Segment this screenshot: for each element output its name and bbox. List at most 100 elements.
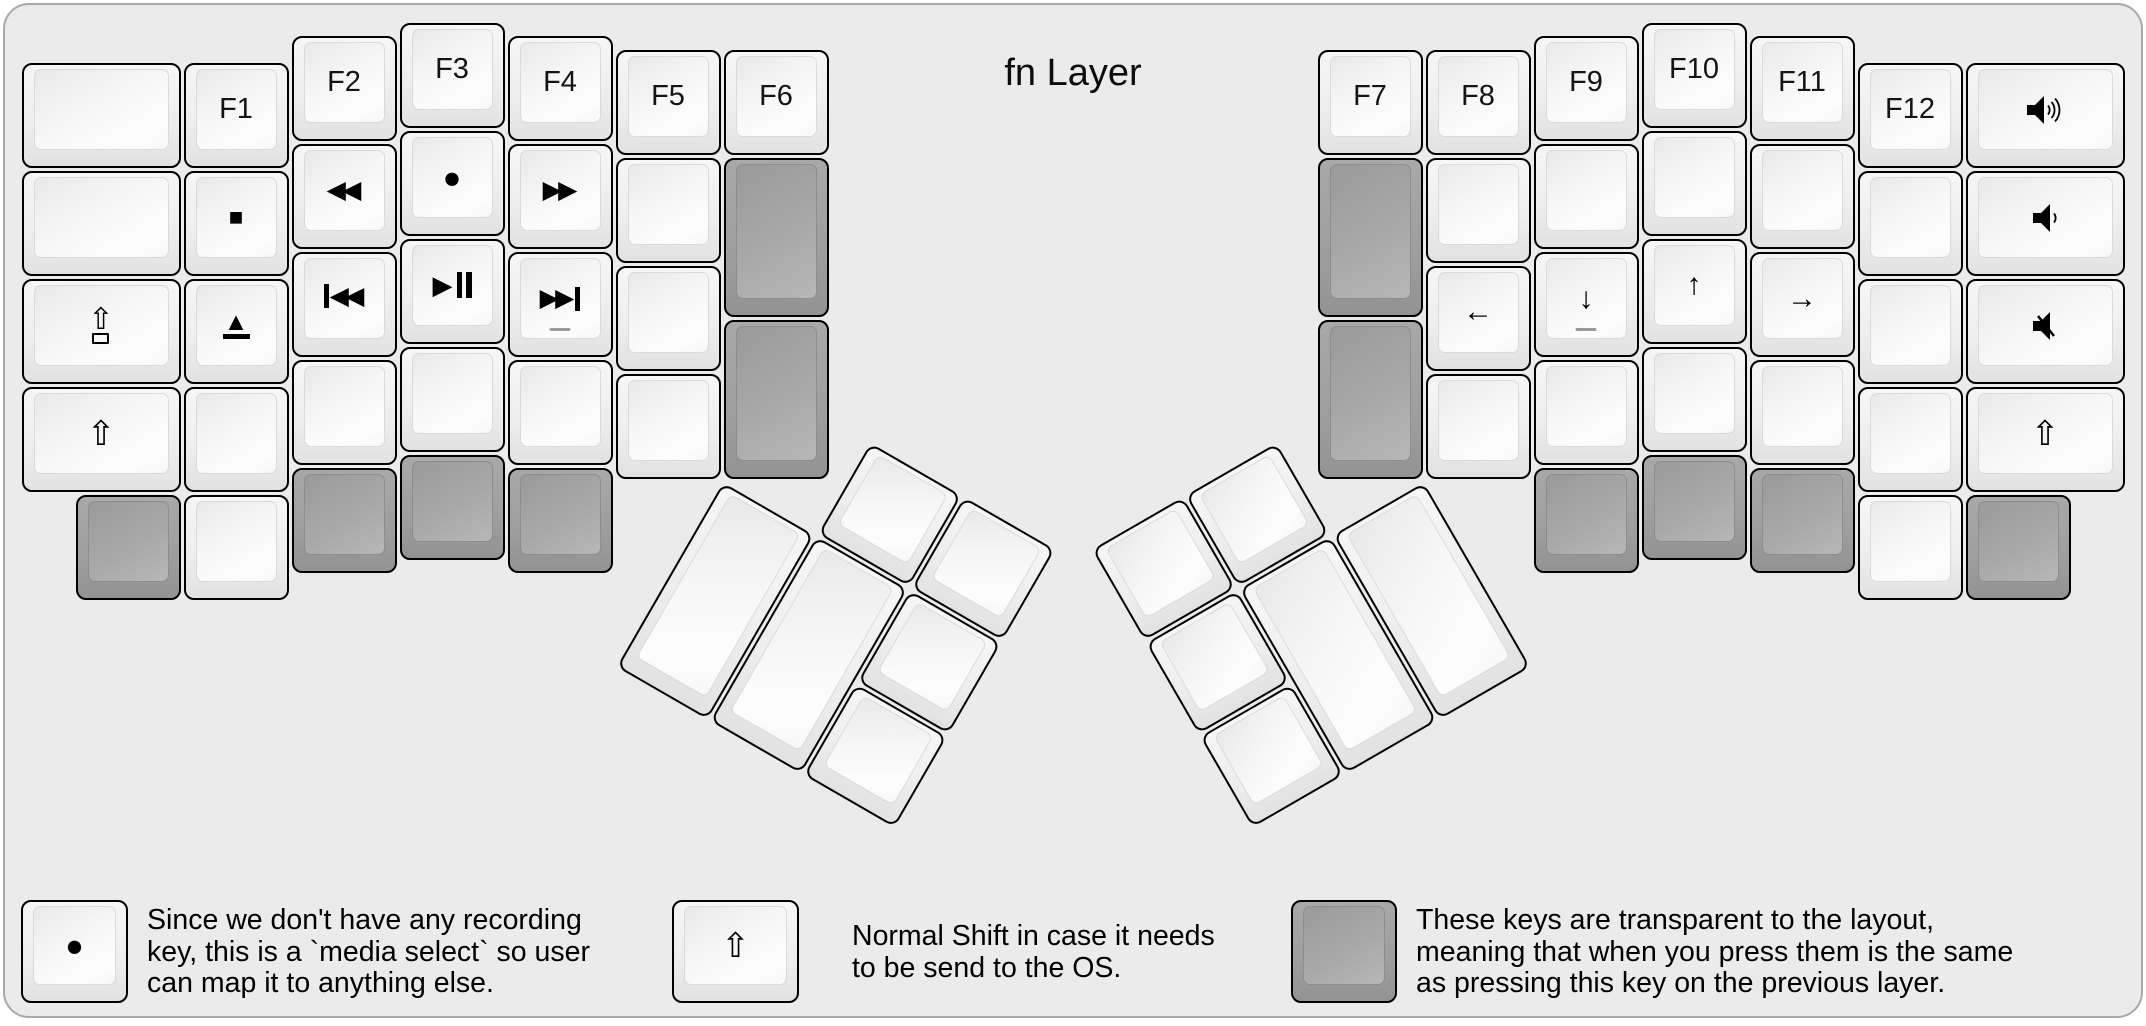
record-icon: ● xyxy=(442,159,462,195)
keytop xyxy=(627,163,709,245)
keytop: ▶▶ xyxy=(519,258,601,339)
key-shift: ⇧ xyxy=(1965,387,2125,492)
keytop: F8 xyxy=(1437,55,1519,137)
keytop xyxy=(411,352,493,434)
keytop: ● xyxy=(33,906,116,985)
key-blank xyxy=(1857,279,1963,384)
key-transparent xyxy=(1749,468,1855,573)
shift-icon: ⇧ xyxy=(2030,414,2060,453)
legend-text-transparent-note: These keys are transparent to the layout… xyxy=(1416,904,2014,1000)
key-transparent xyxy=(1641,454,1747,560)
key-label: F12 xyxy=(1885,93,1935,125)
keytop xyxy=(1104,507,1216,619)
key-shift: ⇧ xyxy=(21,387,181,492)
keytop: F7 xyxy=(1329,55,1411,137)
keytop xyxy=(627,271,709,353)
keytop xyxy=(1761,150,1843,231)
key-arrow-left: ← xyxy=(1425,265,1531,371)
key-label: F7 xyxy=(1353,79,1387,112)
keytop xyxy=(1977,501,2059,582)
keytop xyxy=(411,460,493,542)
keytop: F2 xyxy=(303,42,385,123)
key-f12: F12 xyxy=(1857,63,1963,168)
key-eject: ▲ xyxy=(183,279,289,384)
keytop: ■ xyxy=(195,177,277,258)
key-blank xyxy=(21,171,181,276)
next-track-icon: ▶▶ xyxy=(540,286,581,311)
key-next-track: ▶▶ xyxy=(507,252,613,357)
key-blank xyxy=(1857,171,1963,276)
keytop xyxy=(1329,325,1411,461)
volume-up-icon xyxy=(2022,92,2068,128)
keytop: F10 xyxy=(1653,28,1735,110)
volume-down-icon xyxy=(2025,200,2065,236)
keytop: ▶ xyxy=(411,244,493,326)
caps-lock-icon: ⇧ xyxy=(88,304,114,344)
key-f4: F4 xyxy=(507,36,613,141)
legend-text-line: to be send to the OS. xyxy=(852,951,1122,984)
keytop: ⇧ xyxy=(1977,393,2113,474)
key-media-select-note: ● xyxy=(21,900,128,1003)
keytop xyxy=(1545,150,1627,231)
keytop: ← xyxy=(1437,271,1519,353)
key-blank xyxy=(1641,130,1747,236)
key-play-pause: ▶ xyxy=(399,238,505,344)
key-transparent xyxy=(291,468,397,573)
prev-track-icon: ◀◀ xyxy=(323,283,365,314)
key-transparent xyxy=(1965,495,2071,600)
keytop xyxy=(1653,460,1735,542)
key-label: F1 xyxy=(219,93,253,125)
key-blank xyxy=(1425,157,1531,263)
key-blank xyxy=(1533,144,1639,249)
keytop xyxy=(1869,285,1951,366)
key-transparent xyxy=(723,157,829,317)
eject-icon: ▲ xyxy=(222,309,250,340)
keytop xyxy=(735,163,817,299)
key-transparent xyxy=(75,495,181,600)
key-rewind: ◀◀ xyxy=(291,144,397,249)
homing-dash xyxy=(549,327,571,331)
key-f2: F2 xyxy=(291,36,397,141)
key-label: F3 xyxy=(435,52,469,85)
keytop xyxy=(195,501,277,582)
keytop: F4 xyxy=(519,42,601,123)
key-label: F11 xyxy=(1778,66,1826,98)
keytop xyxy=(519,366,601,447)
key-f3: F3 xyxy=(399,22,505,128)
keytop xyxy=(1869,393,1951,474)
key-label: F10 xyxy=(1669,52,1719,85)
key-blank xyxy=(183,495,289,600)
key-label: F6 xyxy=(759,79,793,112)
keytop xyxy=(1545,366,1627,447)
keytop: → xyxy=(1761,258,1843,339)
keytop xyxy=(519,474,601,555)
mute-icon xyxy=(2025,308,2065,344)
keytop xyxy=(1437,163,1519,245)
key-label: F8 xyxy=(1461,79,1495,112)
keytop: ● xyxy=(411,136,493,218)
homing-dash xyxy=(1575,327,1597,331)
key-fast-forward: ▶▶ xyxy=(507,144,613,249)
keytop: F12 xyxy=(1869,69,1951,150)
legend-text-line: Since we don't have any recording xyxy=(147,904,582,936)
keytop xyxy=(195,393,277,474)
key-f11: F11 xyxy=(1749,36,1855,141)
key-blank xyxy=(21,63,181,168)
keytop xyxy=(1977,285,2113,366)
keytop xyxy=(735,325,817,461)
record-icon: ● xyxy=(65,928,84,963)
key-blank xyxy=(1533,360,1639,465)
keytop: ↑ xyxy=(1653,244,1735,326)
key-blank xyxy=(291,360,397,465)
keytop xyxy=(930,507,1042,619)
keytop xyxy=(1761,366,1843,447)
key-f9: F9 xyxy=(1533,36,1639,141)
keytop xyxy=(1977,177,2113,258)
legend-text-line: meaning that when you press them is the … xyxy=(1416,935,2014,968)
keytop xyxy=(1653,136,1735,218)
keytop xyxy=(33,69,169,150)
key-blank xyxy=(1857,387,1963,492)
key-blank xyxy=(1749,144,1855,249)
